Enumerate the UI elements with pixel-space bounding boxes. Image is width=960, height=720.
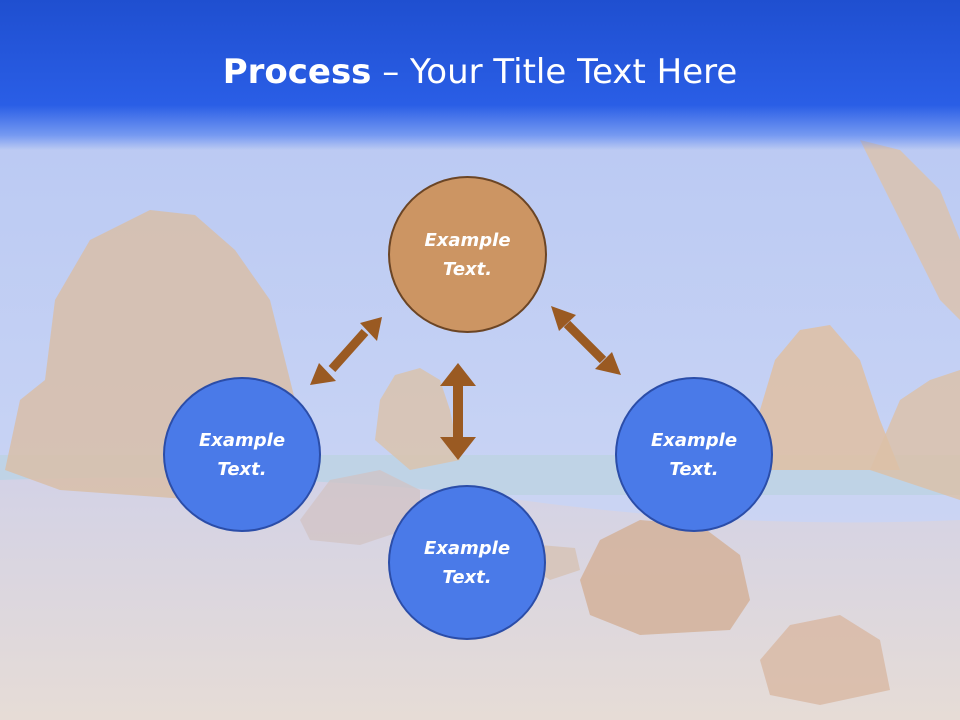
node-top-text: Example Text. [424, 229, 511, 280]
process-node-right: Example Text. [615, 377, 773, 532]
process-node-top: Example Text. [388, 176, 547, 333]
node-left-text: Example Text. [198, 429, 286, 480]
title-band [0, 0, 960, 150]
arrow-vertical [440, 363, 476, 460]
arrow-left-diagonal [310, 317, 382, 385]
title-bold: Process [222, 52, 372, 92]
process-node-left: Example Text. [163, 377, 321, 532]
node-bottom-text: Example Text. [423, 537, 511, 588]
title-rest: – Your Title Text Here [371, 52, 738, 92]
node-right-text: Example Text. [650, 429, 738, 480]
rock-center [375, 368, 460, 470]
cliff-right [860, 140, 960, 320]
arrow-right-diagonal [551, 306, 621, 375]
slide-title: Process – Your Title Text Here [0, 52, 960, 92]
rock-foreground [580, 520, 750, 635]
rock-right [745, 325, 900, 470]
process-node-bottom: Example Text. [388, 485, 546, 640]
